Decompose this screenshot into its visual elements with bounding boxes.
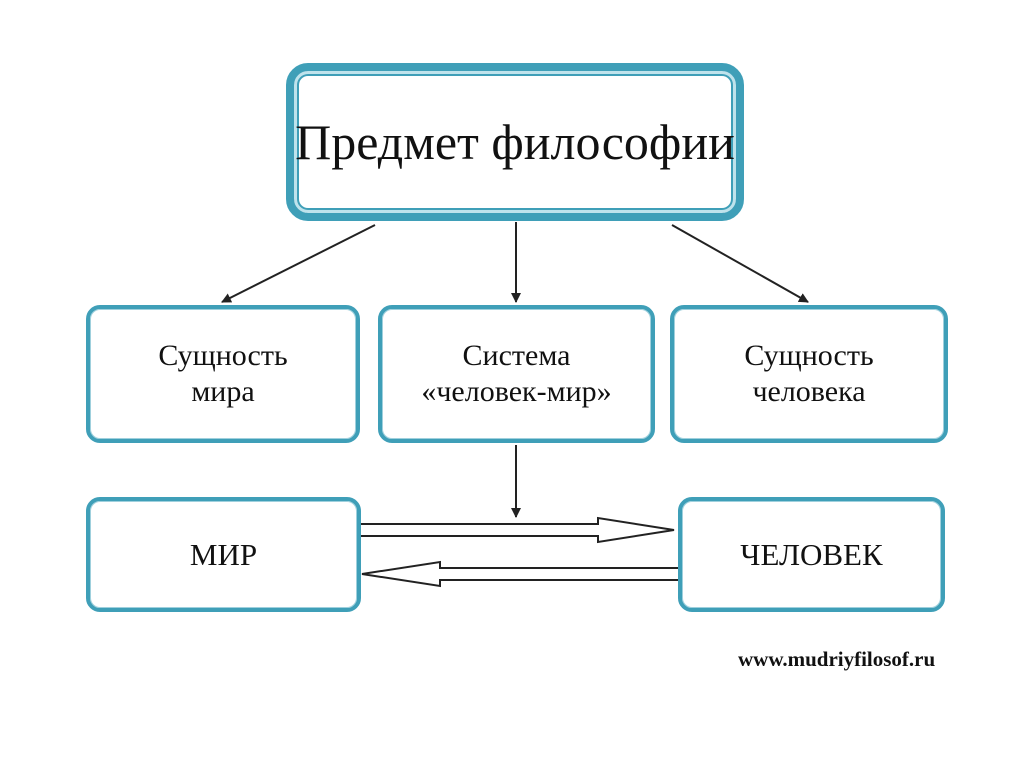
human-world-system-label: Система «человек-мир» — [421, 339, 612, 408]
world-essence-box: Сущность мира — [86, 305, 360, 443]
subject-of-philosophy-box: Предмет философии — [286, 63, 744, 221]
double-arrow-world-to-human — [360, 516, 675, 544]
human-label: ЧЕЛОВЕК — [740, 536, 883, 572]
human-world-system-box: Система «человек-мир» — [378, 305, 655, 443]
subject-title: Предмет философии — [295, 114, 735, 170]
arrow-to-human-essence — [671, 224, 809, 303]
human-essence-box: Сущность человека — [670, 305, 948, 443]
world-label: МИР — [189, 536, 258, 572]
world-box: МИР — [86, 497, 361, 612]
human-essence-label: Сущность человека — [744, 339, 874, 408]
human-box: ЧЕЛОВЕК — [678, 497, 945, 612]
watermark-url: www.mudriyfilosof.ru — [738, 647, 936, 671]
double-arrow-human-to-world — [361, 560, 680, 588]
world-essence-label: Сущность мира — [158, 339, 288, 408]
arrow-to-world-essence — [221, 224, 376, 303]
